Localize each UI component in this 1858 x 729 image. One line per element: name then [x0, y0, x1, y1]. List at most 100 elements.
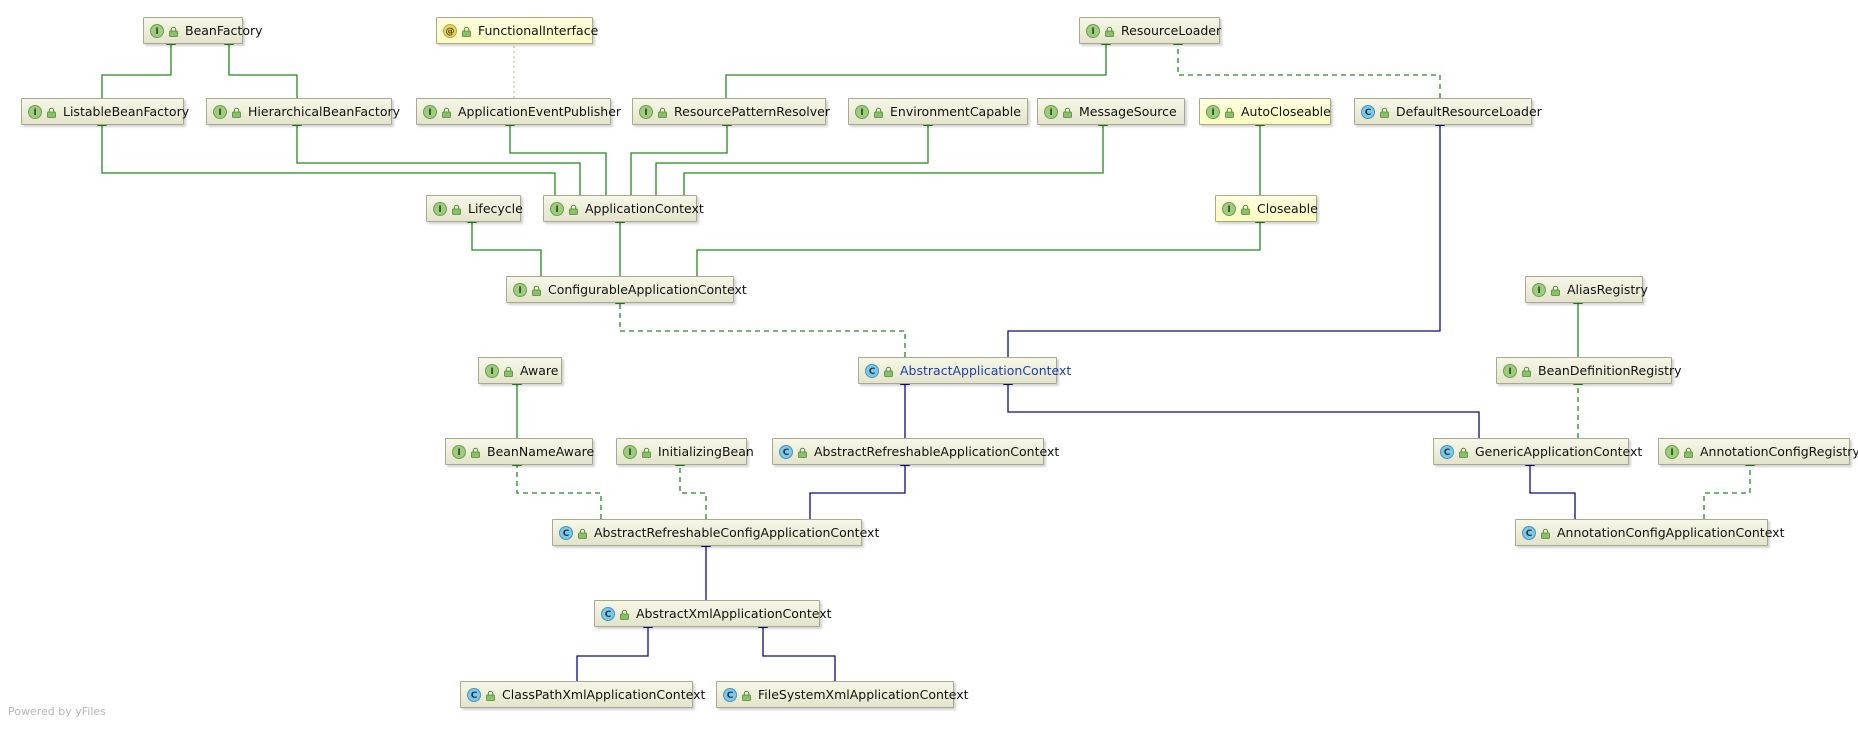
interface-icon: I	[1206, 104, 1220, 119]
public-access-icon	[46, 106, 57, 118]
node-label: BeanNameAware	[487, 444, 595, 459]
edge-ApplicationContext-to-ListableBeanFactory	[97, 116, 556, 195]
edge-AnnotationConfigApplicationContext-to-GenericApplicationContext	[1525, 456, 1576, 519]
public-access-icon	[1224, 106, 1235, 118]
public-access-icon	[451, 203, 462, 215]
edge-HierarchicalBeanFactory-to-BeanFactory	[224, 35, 298, 98]
public-access-icon	[1521, 365, 1532, 377]
edge-AbstractRefreshableConfigApplicationContext-to-InitializingBean	[675, 456, 707, 519]
public-access-icon	[531, 284, 542, 296]
edges-layer	[97, 35, 1755, 681]
public-access-icon	[168, 25, 179, 37]
edge-ApplicationContext-to-MessageSource	[683, 116, 1108, 195]
node-label: ClassPathXmlApplicationContext	[502, 687, 706, 702]
interface-icon: I	[1665, 444, 1679, 459]
public-access-icon	[461, 25, 472, 37]
node-label: AnnotationConfigRegistry	[1700, 444, 1858, 459]
public-access-icon	[1379, 106, 1390, 118]
public-access-icon	[641, 446, 652, 458]
edge-GenericApplicationContext-to-AbstractApplicationContext	[1003, 375, 1480, 438]
node-AnnotationConfigRegistry[interactable]: I AnnotationConfigRegistry	[1658, 438, 1858, 465]
class-icon: C	[1440, 444, 1454, 459]
public-access-icon	[577, 527, 588, 539]
interface-icon: I	[513, 282, 527, 297]
annotation-icon: @	[443, 23, 457, 38]
public-access-icon	[873, 106, 884, 118]
node-label: AnnotationConfigApplicationContext	[1557, 525, 1785, 540]
node-AutoCloseable[interactable]: I AutoCloseable	[1199, 98, 1331, 125]
node-label: AbstractXmlApplicationContext	[636, 606, 832, 621]
class-icon: C	[723, 687, 737, 702]
interface-icon: I	[1532, 282, 1546, 297]
node-BeanNameAware[interactable]: I BeanNameAware	[445, 438, 595, 465]
node-label: BeanDefinitionRegistry	[1538, 363, 1682, 378]
edge-ConfigurableApplicationContext-to-Lifecycle	[467, 213, 542, 276]
node-label: AbstractApplicationContext	[900, 363, 1072, 378]
edge-ListableBeanFactory-to-BeanFactory	[101, 35, 176, 98]
node-label: ResourceLoader	[1121, 23, 1222, 38]
interface-icon: I	[623, 444, 637, 459]
interface-icon: I	[28, 104, 42, 119]
node-label: Closeable	[1257, 201, 1318, 216]
node-AbstractXmlApplicationContext[interactable]: C AbstractXmlApplicationContext	[594, 600, 832, 627]
node-label: DefaultResourceLoader	[1396, 104, 1542, 119]
interface-icon: I	[452, 444, 466, 459]
node-label: Aware	[520, 363, 559, 378]
node-MessageSource[interactable]: I MessageSource	[1037, 98, 1185, 125]
public-access-icon	[470, 446, 481, 458]
public-access-icon	[1104, 25, 1115, 37]
interface-icon: I	[1503, 363, 1517, 378]
node-label: AutoCloseable	[1241, 104, 1331, 119]
node-BeanDefinitionRegistry[interactable]: I BeanDefinitionRegistry	[1496, 357, 1682, 384]
node-FunctionalInterface[interactable]: @ FunctionalInterface	[436, 17, 598, 44]
node-label: MessageSource	[1079, 104, 1177, 119]
class-icon: C	[1361, 104, 1375, 119]
public-access-icon	[441, 106, 452, 118]
public-access-icon	[1062, 106, 1073, 118]
node-label: InitializingBean	[658, 444, 754, 459]
public-access-icon	[657, 106, 668, 118]
edge-ConfigurableApplicationContext-to-Closeable	[696, 213, 1265, 276]
node-label: FunctionalInterface	[478, 23, 599, 38]
node-label: Lifecycle	[468, 201, 523, 216]
node-label: AliasRegistry	[1567, 282, 1648, 297]
node-label: AbstractRefreshableConfigApplicationCont…	[594, 525, 880, 540]
edge-ApplicationContext-to-ResourcePatternResolver	[630, 116, 732, 195]
node-label: EnvironmentCapable	[890, 104, 1021, 119]
edge-AbstractApplicationContext-to-ConfigurableApplicationContext	[615, 294, 906, 357]
public-access-icon	[485, 689, 496, 701]
class-icon: C	[779, 444, 793, 459]
edge-AbstractApplicationContext-to-DefaultResourceLoader	[1007, 116, 1445, 357]
public-access-icon	[797, 446, 808, 458]
interface-icon: I	[1044, 104, 1058, 119]
edge-ResourcePatternResolver-to-ResourceLoader	[725, 35, 1111, 98]
public-access-icon	[1683, 446, 1694, 458]
node-AliasRegistry[interactable]: I AliasRegistry	[1525, 276, 1648, 303]
public-access-icon	[568, 203, 579, 215]
public-access-icon	[1240, 203, 1251, 215]
node-InitializingBean[interactable]: I InitializingBean	[616, 438, 754, 465]
class-icon: C	[601, 606, 615, 621]
node-DefaultResourceLoader[interactable]: C DefaultResourceLoader	[1354, 98, 1542, 125]
edge-AbstractRefreshableConfigApplicationContext-to-AbstractRefreshableApplicationContext	[809, 456, 910, 519]
